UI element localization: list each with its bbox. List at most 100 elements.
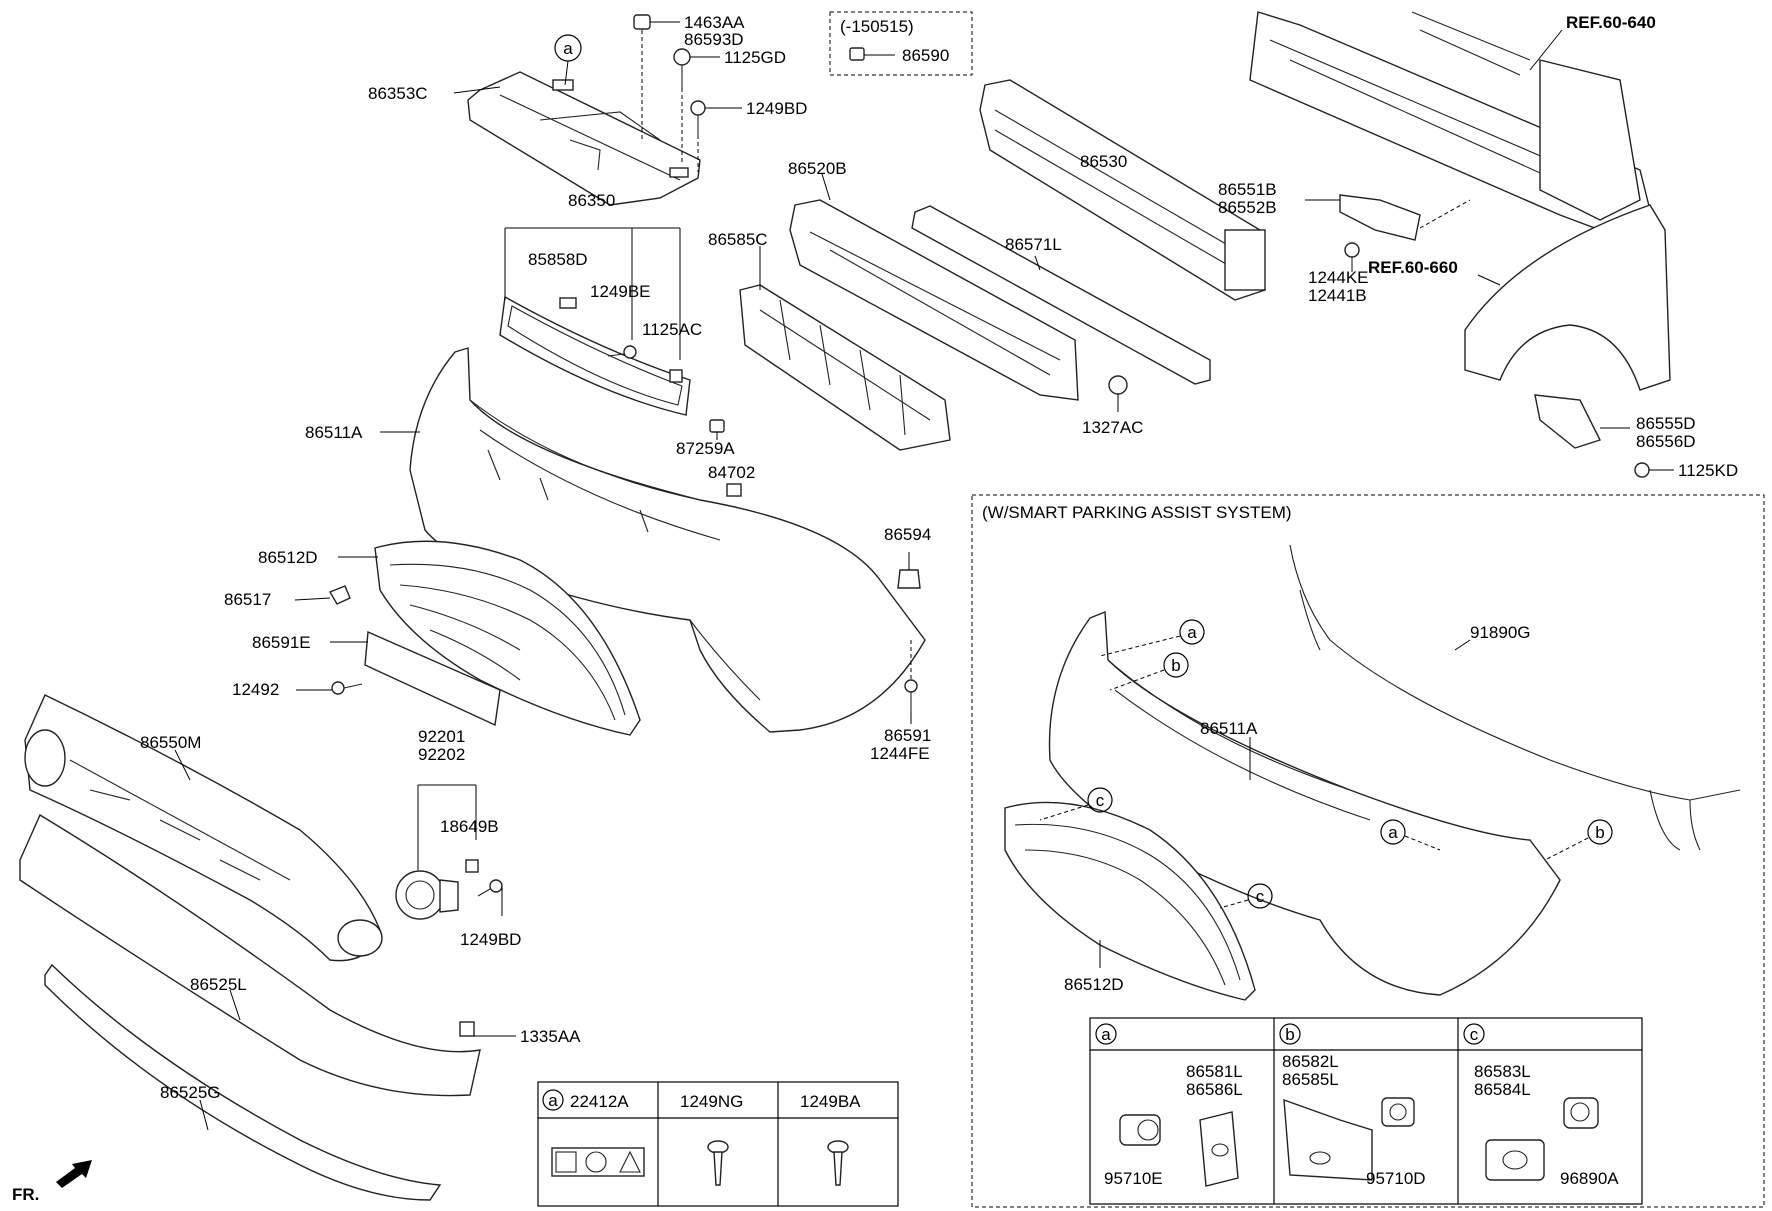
legend-b-code1: 86582L: [1282, 1052, 1339, 1071]
leader-86571l: [1034, 255, 1041, 271]
label-86530: 86530: [1080, 152, 1127, 171]
label-fr: FR.: [12, 1185, 39, 1204]
fog-lamp-92201: [395, 870, 459, 920]
label-1244ke: 1244KE: [1308, 268, 1369, 287]
upper-cover-86353c: [467, 71, 701, 206]
legend-small-marker: a: [548, 1091, 558, 1110]
screw-1249bd-bottom-icon: [477, 879, 503, 916]
front-direction-indicator: FR.: [12, 1160, 92, 1204]
spas-callout-b-mid: b: [1544, 819, 1613, 861]
bracket-92201: [417, 784, 477, 870]
spas-section: (W/SMART PARKING ASSIST SYSTEM) 91890G 8…: [971, 494, 1765, 1208]
bulb-18649b-icon: [465, 859, 479, 873]
sensor-legend-table: a b c 86581L 86586L 95710E 86582L 86585L: [1089, 1017, 1643, 1205]
label-86590: 86590: [902, 46, 949, 65]
lower-garnish-86550m: [24, 694, 383, 962]
lower-grille-86512d: [374, 540, 641, 736]
screw-1249be-icon: [607, 345, 637, 359]
bracket-86551b: [1305, 194, 1471, 241]
absorber-86571l: [911, 205, 1211, 385]
spas-bumper-86511a: [1048, 610, 1561, 996]
screw-1249ng-icon: [707, 1140, 729, 1186]
label-86556d: 86556D: [1636, 432, 1696, 451]
svg-text:a: a: [563, 39, 573, 58]
label-86593d: 86593D: [684, 30, 744, 49]
label-92202: 92202: [418, 745, 465, 764]
screw-1249bd-top-icon: [690, 100, 742, 172]
legend-b-sensor: 95710D: [1366, 1169, 1426, 1188]
svg-text:a: a: [1187, 623, 1197, 642]
callout-a-circle: a: [554, 34, 582, 86]
skid-plate-86525g: [44, 963, 442, 1201]
label-86591: 86591: [884, 726, 931, 745]
bracket-86555d: [1534, 394, 1630, 449]
svg-text:c: c: [1096, 791, 1105, 810]
leader-86353c: [453, 86, 501, 94]
legend-small-col3: 1249BA: [800, 1092, 861, 1111]
legend-b-code2: 86585L: [1282, 1070, 1339, 1089]
sensor-96890a-icon: [1485, 1097, 1599, 1181]
screw-86591-icon: [904, 640, 918, 724]
fender-ref-60-660: [1464, 204, 1671, 391]
clip-84702-icon: [726, 483, 742, 497]
svg-text:b: b: [1171, 656, 1180, 675]
leader-86550m: [174, 749, 191, 781]
legend-marker-c: c: [1470, 1025, 1479, 1044]
legend-c-sensor: 96890A: [1560, 1169, 1619, 1188]
label-86520b: 86520B: [788, 159, 847, 178]
bumper-beam-86530: [979, 79, 1266, 301]
grille-86350: [499, 295, 691, 416]
label-86525l: 86525L: [190, 975, 247, 994]
clip-1335aa-icon: [459, 1021, 516, 1037]
label-ref-60-660: REF.60-660: [1368, 258, 1458, 277]
legend-small-col1: 22412A: [570, 1092, 629, 1111]
lower-lip-86525l: [19, 813, 481, 1097]
label-86350: 86350: [568, 191, 615, 210]
spas-callout-c-top: c: [1039, 787, 1113, 821]
screw-1244ke-icon: [1344, 242, 1360, 272]
label-1463aa: 1463AA: [684, 13, 745, 32]
label-1125ac: 1125AC: [642, 320, 702, 339]
clip-86594-icon: [897, 552, 921, 589]
warning-label-icon: [551, 1147, 645, 1177]
label-86353c: 86353C: [368, 84, 428, 103]
svg-text:c: c: [1256, 887, 1265, 906]
spas-label-86511a: 86511A: [1200, 719, 1258, 738]
clip-86517-icon: [294, 585, 351, 605]
label-1125kd: 1125KD: [1678, 461, 1738, 480]
clip-1125ac-icon: [669, 369, 683, 383]
screw-1125kd-icon: [1634, 462, 1674, 478]
label-85858d: 85858D: [528, 250, 588, 269]
label-1249bd-top: 1249BD: [746, 99, 807, 118]
spas-title: (W/SMART PARKING ASSIST SYSTEM): [982, 503, 1292, 522]
label-1249bd-bottom: 1249BD: [460, 930, 521, 949]
label-1125gd: 1125GD: [724, 48, 786, 67]
label-87259a: 87259A: [676, 439, 735, 458]
label-86555d: 86555D: [1636, 414, 1696, 433]
wiring-91890g: [1289, 544, 1741, 801]
spas-label-86512d: 86512D: [1064, 975, 1124, 994]
grille-bracket-86585c: [739, 284, 951, 451]
front-arrow-icon: [56, 1160, 92, 1188]
label-92201: 92201: [418, 727, 465, 746]
label-91890g: 91890G: [1470, 623, 1531, 642]
svg-text:a: a: [1388, 823, 1398, 842]
label-86512d: 86512D: [258, 548, 318, 567]
screw-12492-icon: [296, 681, 363, 695]
leader-86525g: [199, 1099, 209, 1131]
label-1249be: 1249BE: [590, 282, 651, 301]
label-86552b: 86552B: [1218, 198, 1277, 217]
legend-marker-a: a: [1101, 1025, 1111, 1044]
spas-callout-b-top: b: [1109, 652, 1189, 691]
legend-c-code2: 86584L: [1474, 1080, 1531, 1099]
label-86591e: 86591E: [252, 633, 311, 652]
nut-1327ac-icon: [1108, 375, 1128, 412]
legend-c-code1: 86583L: [1474, 1062, 1531, 1081]
fastener-1463aa-icon: [633, 14, 680, 140]
screw-1249ba-icon: [827, 1140, 849, 1186]
plate-bracket-86591e: [330, 630, 501, 727]
spas-grille-86512d: [1004, 801, 1256, 1001]
label-1327ac: 1327AC: [1082, 418, 1143, 437]
leader-86525l: [229, 989, 241, 1021]
label-12492: 12492: [232, 680, 279, 699]
